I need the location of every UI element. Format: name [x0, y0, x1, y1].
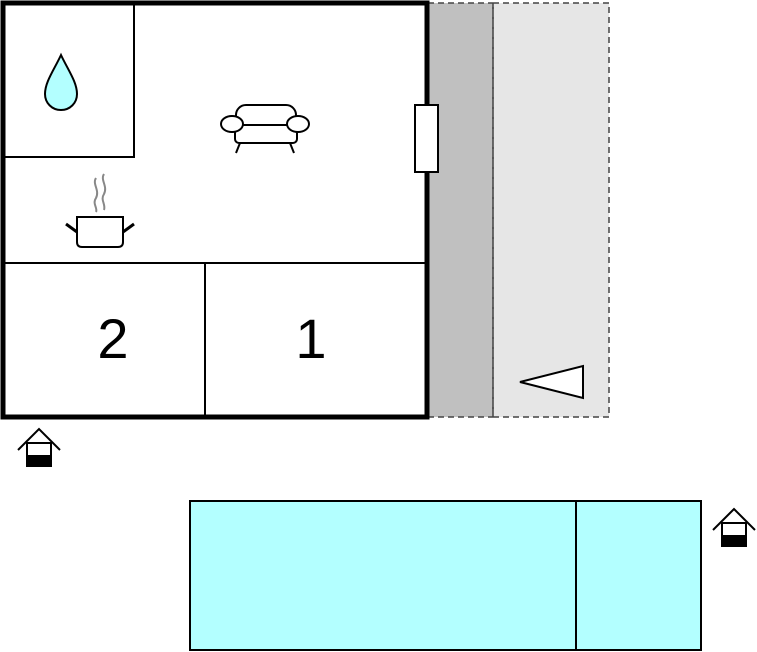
pool-entrance-icon: [712, 507, 756, 547]
bathroom-wall: [5, 5, 135, 158]
terrace-covered: [428, 3, 493, 417]
terrace-open: [492, 2, 610, 418]
terrace-door: [414, 104, 439, 173]
pool: [189, 500, 702, 651]
cooking-pot-icon: [65, 173, 135, 248]
room-label-2: 2: [97, 307, 128, 370]
entrance-icon: [17, 427, 61, 467]
room-label-1: 1: [295, 307, 326, 370]
sofa-icon: [220, 104, 310, 154]
triangle-marker-icon: [519, 364, 584, 400]
water-drop-icon: [43, 52, 79, 112]
house-outline: [0, 0, 430, 420]
